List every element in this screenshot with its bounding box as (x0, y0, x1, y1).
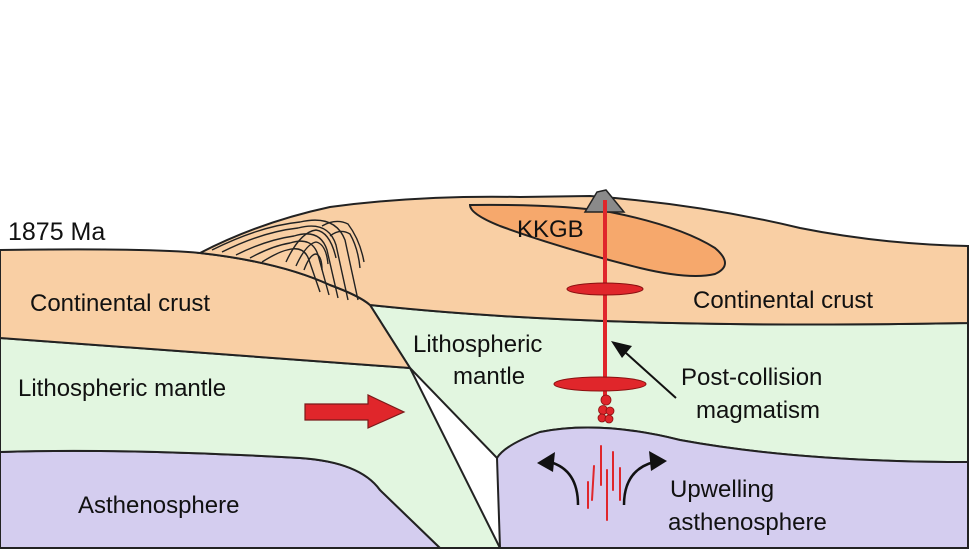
lith-mantle-right-label-1: Lithospheric (413, 331, 542, 358)
magmatism-label-2: magmatism (696, 397, 820, 424)
magmatism-pointer-head (611, 341, 632, 358)
magma-blobs (597, 394, 615, 424)
magma-lens-lower (553, 376, 647, 392)
upwelling-asthenosphere (495, 426, 969, 549)
upwelling-label-2: asthenosphere (668, 509, 827, 536)
crust-left-label: Continental crust (30, 290, 210, 317)
kkgb-label: KKGB (517, 216, 584, 243)
lith-mantle-right-label-2: mantle (453, 363, 525, 390)
magma-lens-upper (566, 282, 644, 296)
asthenosphere-left-label: Asthenosphere (78, 492, 239, 519)
lithospheric-mantle-left (0, 336, 502, 549)
plate-motion-arrow (304, 394, 406, 429)
lith-mantle-left-label: Lithospheric mantle (18, 375, 226, 402)
upwelling-arrows (549, 460, 655, 506)
magmatism-label-1: Post-collision (681, 364, 822, 391)
upwelling-label-1: Upwelling (670, 476, 774, 503)
magma-streaks (587, 445, 621, 521)
age-label: 1875 Ma (8, 218, 105, 246)
arrowhead-left (537, 452, 555, 472)
crust-right-label: Continental crust (693, 287, 873, 314)
folded-strata (211, 219, 365, 301)
magmatism-pointer-line (625, 352, 677, 399)
arrowhead-right (649, 451, 667, 471)
